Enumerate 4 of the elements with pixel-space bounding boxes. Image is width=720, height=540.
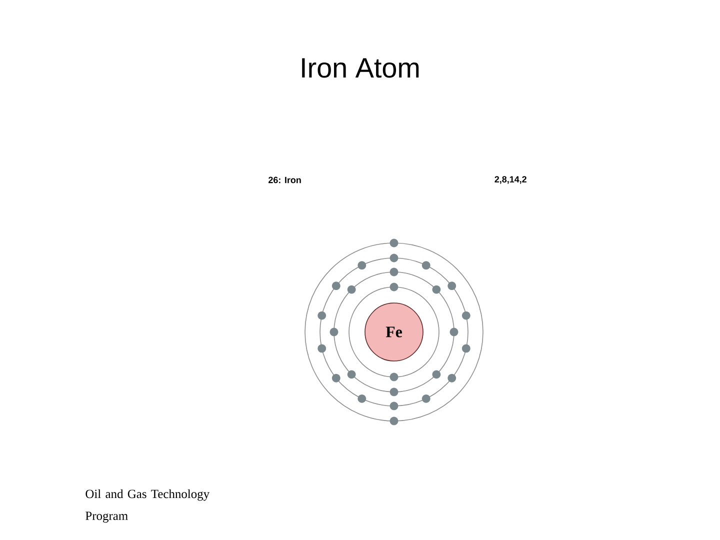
program-name: Oil and Gas Technology Program [86,489,210,523]
shell-configuration-label: 2,8,14,2 [494,176,526,184]
title: Iron Atom [302,58,419,78]
element-label: 26: Iron [268,176,301,184]
